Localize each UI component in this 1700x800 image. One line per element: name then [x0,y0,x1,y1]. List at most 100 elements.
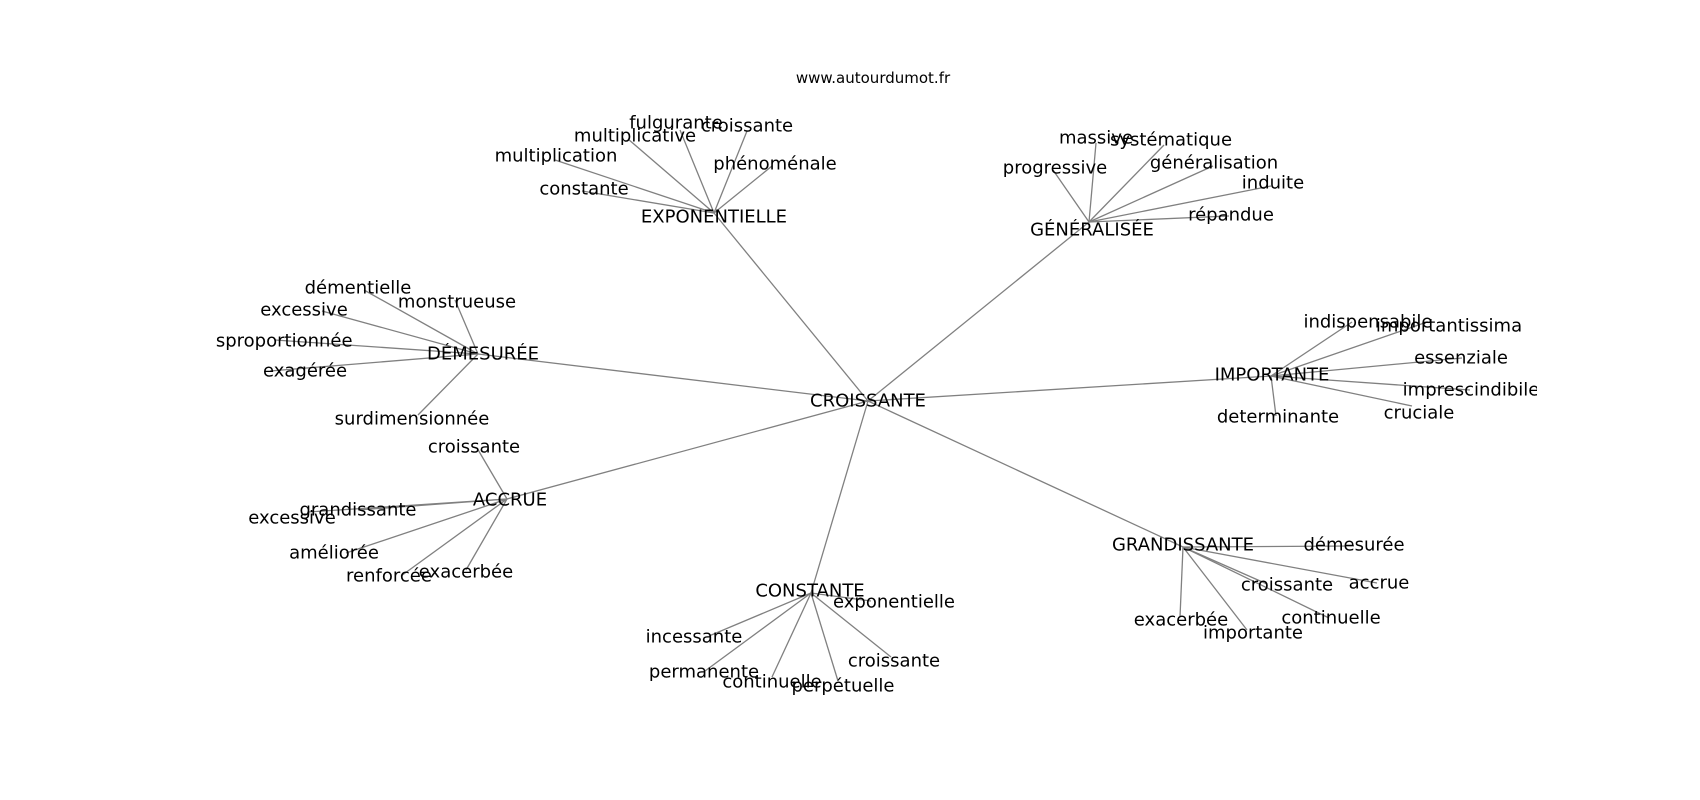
word-node-constante-3: croissante [848,651,940,672]
hub-node-constante: CONSTANTE [755,581,864,602]
edge-demesuree-word-1 [454,299,479,355]
edge-constante-word-0 [810,592,872,602]
edge-generalisee-word-3 [1088,165,1214,223]
word-node-generalisee-3: généralisation [1150,153,1278,174]
word-node-accrue-3: améliorée [289,543,379,564]
edge-center-exponentielle [713,212,869,402]
word-node-demesuree-2: excessive [260,300,348,321]
word-node-generalisee-0: massive [1059,128,1133,149]
word-node-exponentielle-5: constante [539,179,628,200]
edge-importante-word-5 [1270,375,1277,417]
word-node-demesuree-3: disproportionnée [199,331,352,352]
edge-constante-word-1 [708,592,812,637]
word-node-generalisee-5: répandue [1188,205,1274,226]
word-node-grandissante-1: accrue [1349,573,1410,594]
edge-importante-word-3 [1270,375,1471,391]
edge-exponentielle-word-2 [627,138,715,214]
word-node-exponentielle-1: fulgurante [629,113,723,134]
edge-accrue-word-4 [400,498,508,577]
word-node-demesuree-4: exagérée [263,361,347,382]
edge-generalisee-word-0 [1088,142,1097,223]
edge-exponentielle-word-3 [554,159,715,214]
edge-demesuree-word-2 [321,310,479,355]
edge-exponentielle-word-1 [679,129,715,214]
edge-importante-word-2 [1270,357,1463,377]
word-node-constante-4: continuelle [722,672,821,693]
word-node-importante-1: importantissima [1376,316,1522,337]
edge-generalisee-word-4 [1088,185,1272,223]
word-node-importante-4: cruciale [1384,403,1455,424]
watermark: www.autourdumot.fr [796,69,951,87]
edge-center-generalisee [867,221,1090,402]
word-node-importante-3: imprescindibile [1403,380,1540,401]
edge-grandissante-word-0 [1182,545,1355,548]
word-node-constante-5: perpétuelle [791,676,894,697]
edge-demesuree-word-4 [269,353,479,372]
word-node-grandissante-4: exacerbée [1134,610,1228,631]
hub-node-generalisee: GÉNÉRALISÉE [1030,219,1154,241]
word-node-generalisee-1: systématique [1110,130,1232,151]
center-node-label: CROISSANTE [810,391,926,412]
edge-exponentielle-word-5 [581,190,715,214]
edge-grandissante-word-5 [1182,546,1248,631]
word-node-constante-1: incessante [646,627,743,648]
word-node-demesuree-1: monstrueuse [398,292,516,313]
edge-generalisee-word-5 [1088,215,1230,223]
edge-grandissante-word-1 [1182,546,1378,584]
word-node-exponentielle-2: multiplicative [574,126,696,147]
word-node-importante-2: essenziale [1414,348,1508,369]
edge-exponentielle-word-4 [713,165,773,214]
edge-generalisee-word-2 [1052,169,1090,223]
edge-grandissante-word-3 [1182,546,1330,619]
edge-center-demesuree [477,353,869,402]
word-node-grandissante-2: croissante [1241,575,1333,596]
edge-constante-word-3 [810,592,892,658]
word-node-accrue-2: excessive [248,508,336,529]
word-node-importante-0: indispensabile [1303,312,1432,333]
word-node-accrue-5: exacerbée [419,562,513,583]
edge-demesuree-word-3 [274,339,479,355]
word-node-generalisee-2: progressive [1003,158,1107,179]
word-node-accrue-1: grandissante [299,500,416,521]
edge-accrue-word-2 [307,498,508,513]
edge-importante-word-0 [1270,321,1353,377]
edge-center-grandissante [867,400,1184,548]
edge-accrue-word-3 [345,498,508,554]
edge-importante-word-4 [1270,375,1413,407]
word-node-grandissante-5: importante [1203,623,1303,644]
edge-exponentielle-word-0 [713,130,748,214]
edge-constante-word-5 [810,592,839,682]
word-node-generalisee-4: induite [1242,173,1304,194]
edge-importante-word-1 [1270,321,1428,377]
word-node-grandissante-0: démesurée [1303,535,1404,556]
hub-node-demesuree: DÉMESURÉE [427,343,539,365]
edge-demesuree-word-5 [417,353,479,416]
edge-demesuree-word-0 [363,289,479,355]
word-node-exponentielle-3: multiplication [495,146,618,167]
word-node-accrue-0: croissante [428,437,520,458]
hub-node-exponentielle: EXPONENTIELLE [641,207,787,228]
edge-generalisee-word-1 [1088,144,1165,223]
word-node-importante-5: determinante [1217,407,1339,428]
word-node-demesuree-5: surdimensionnée [335,409,490,430]
word-node-constante-2: permanente [649,662,759,683]
word-node-grandissante-3: continuelle [1281,608,1380,629]
edge-accrue-word-0 [476,447,508,500]
hub-node-importante: IMPORTANTE [1215,365,1330,386]
word-node-accrue-4: renforcée [346,566,432,587]
edge-constante-word-2 [704,592,812,672]
hub-node-grandissante: GRANDISSANTE [1112,535,1254,556]
word-node-constante-0: exponentielle [833,592,955,613]
edge-center-accrue [506,400,869,500]
word-node-demesuree-0: démentielle [305,278,412,299]
edge-grandissante-word-4 [1179,546,1184,618]
edge-center-importante [867,375,1272,402]
hub-node-accrue: ACCRUE [473,490,547,511]
edge-accrue-word-5 [465,498,508,571]
edges [269,129,1471,682]
node-labels: CROISSANTEEXPONENTIELLEcroissantefulgura… [199,113,1540,697]
word-node-exponentielle-4: phénoménale [713,154,836,175]
edge-constante-word-4 [771,592,812,678]
word-node-exponentielle-0: croissante [701,116,793,137]
